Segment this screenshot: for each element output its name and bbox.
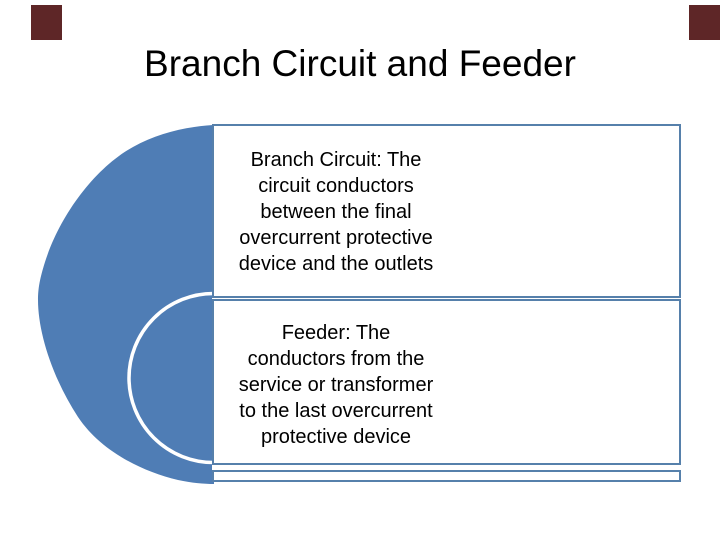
text-line: Branch Circuit: The <box>250 149 422 171</box>
branch-circuit-text: Branch Circuit: The circuit conductors b… <box>216 147 456 277</box>
text-line: overcurrent protective <box>239 227 433 249</box>
text-line: between the final <box>260 201 412 223</box>
text-line: to the last overcurrent <box>239 400 433 422</box>
feeder-text: Feeder: The conductors from the service … <box>216 320 456 450</box>
text-line: service or transformer <box>238 374 434 396</box>
large-blue-ellipse <box>38 125 214 484</box>
corner-mark-top-right <box>689 5 720 40</box>
slide-title: Branch Circuit and Feeder <box>144 43 576 84</box>
text-line: circuit conductors <box>258 175 414 197</box>
text-line: Feeder: The <box>281 322 391 344</box>
text-line: conductors from the <box>247 348 425 370</box>
callout-box-branch-circuit: Branch Circuit: The circuit conductors b… <box>212 124 681 298</box>
text-line: protective device <box>260 426 412 448</box>
corner-mark-top-left <box>31 5 62 40</box>
callout-box-empty-strip <box>212 470 681 482</box>
text-line: device and the outlets <box>238 253 434 275</box>
callout-list: Branch Circuit: The circuit conductors b… <box>212 124 686 482</box>
callout-box-feeder: Feeder: The conductors from the service … <box>212 299 681 465</box>
